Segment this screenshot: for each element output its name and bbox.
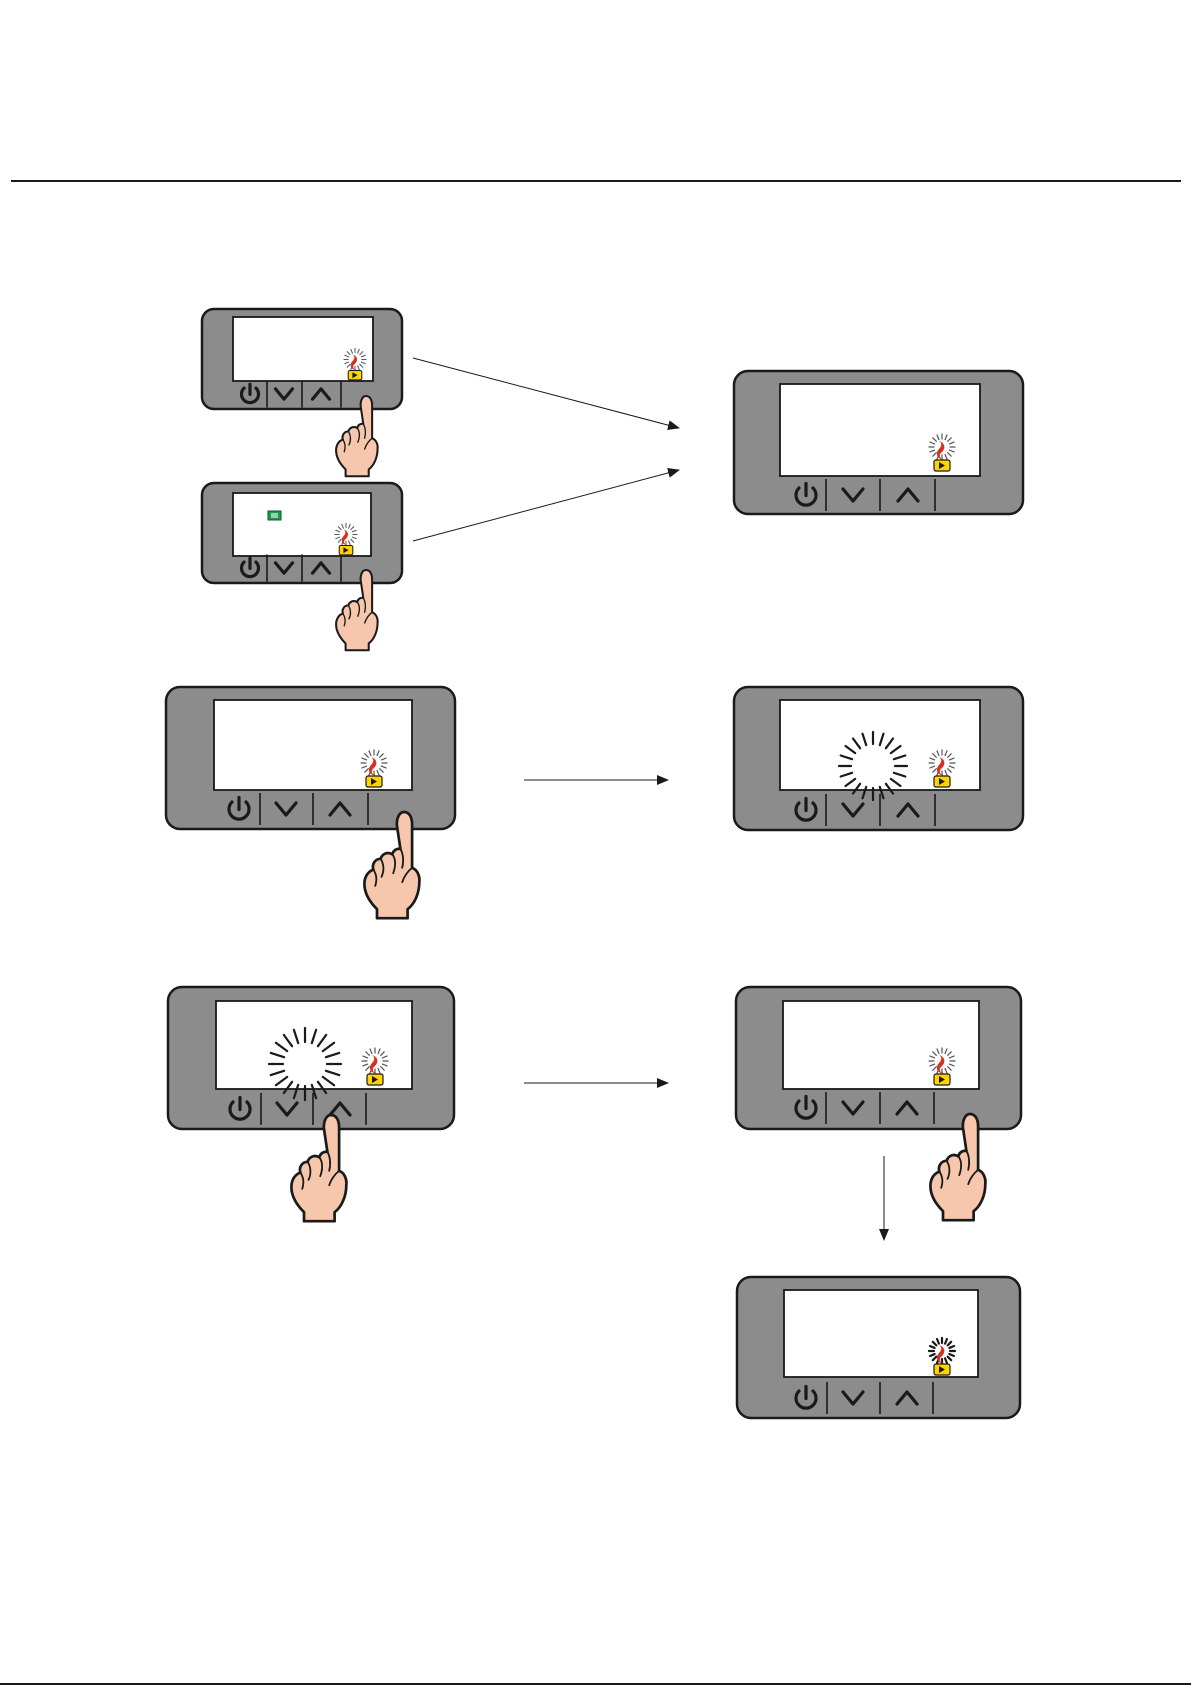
control-panel xyxy=(202,309,402,409)
hand-shape xyxy=(291,1115,346,1221)
display-screen xyxy=(214,700,412,790)
flow-arrow xyxy=(413,470,679,541)
control-panel xyxy=(737,1277,1020,1418)
mode-button[interactable] xyxy=(379,1095,407,1123)
control-panel xyxy=(166,687,455,829)
pointing-hand-icon xyxy=(291,1115,346,1221)
control-panel xyxy=(202,483,402,583)
control-panel xyxy=(736,987,1021,1129)
control-panel xyxy=(734,371,1023,514)
control-panel xyxy=(734,687,1023,830)
mode-button[interactable] xyxy=(949,796,977,824)
green-status-icon xyxy=(268,511,281,520)
flow-arrow xyxy=(413,358,679,428)
mode-button[interactable] xyxy=(949,481,977,509)
control-panel xyxy=(168,987,454,1129)
mode-button[interactable] xyxy=(946,1384,974,1412)
